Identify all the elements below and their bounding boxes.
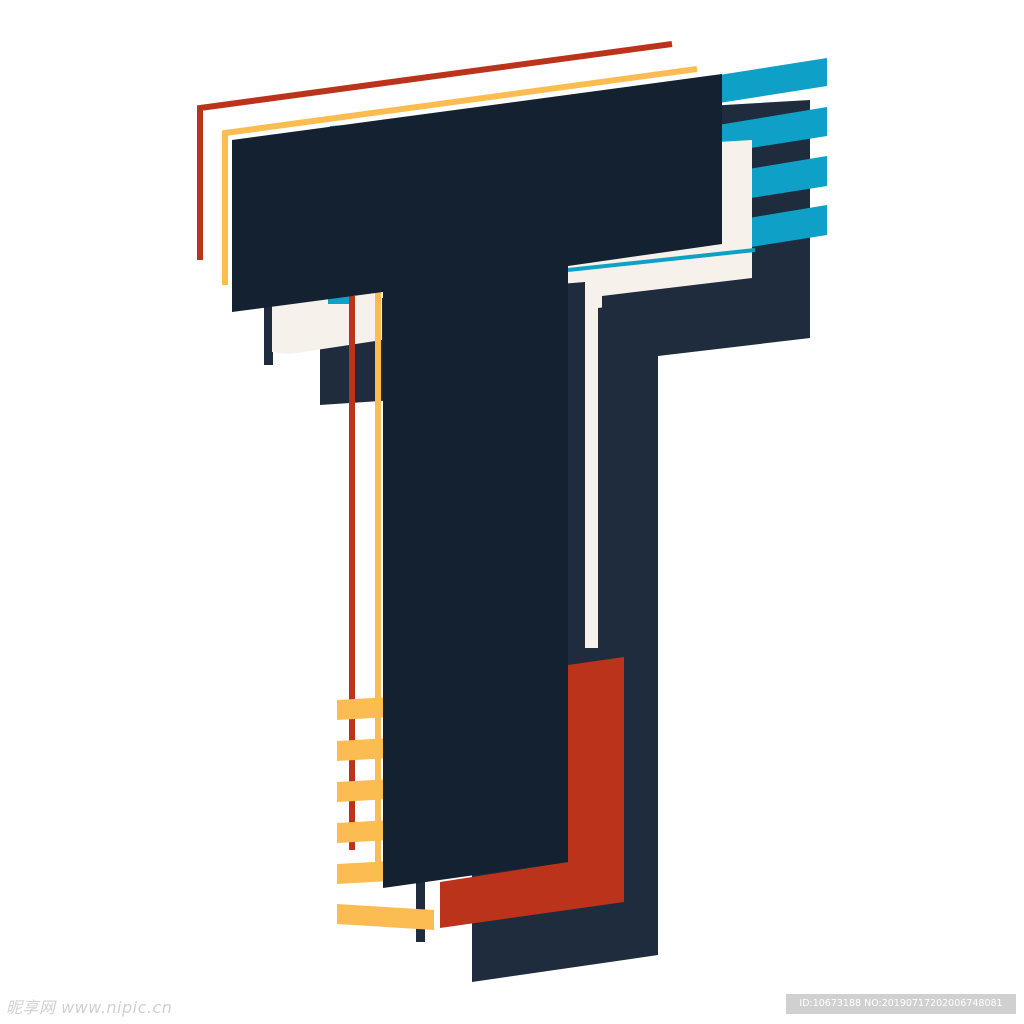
site-watermark: 昵享网 www.nipic.cn [6, 998, 173, 1017]
orange-stripes [337, 697, 434, 930]
red-block [440, 657, 624, 928]
blue-outline-lower [567, 248, 756, 272]
image-id-watermark: ID:10673188 NO:20190717202006748081 [786, 994, 1016, 1014]
orange-outline [222, 66, 698, 285]
main-letter-t [232, 74, 722, 888]
dark-stub-top-right [752, 108, 762, 288]
dark-stub-left [264, 295, 273, 365]
red-outline [197, 41, 673, 260]
